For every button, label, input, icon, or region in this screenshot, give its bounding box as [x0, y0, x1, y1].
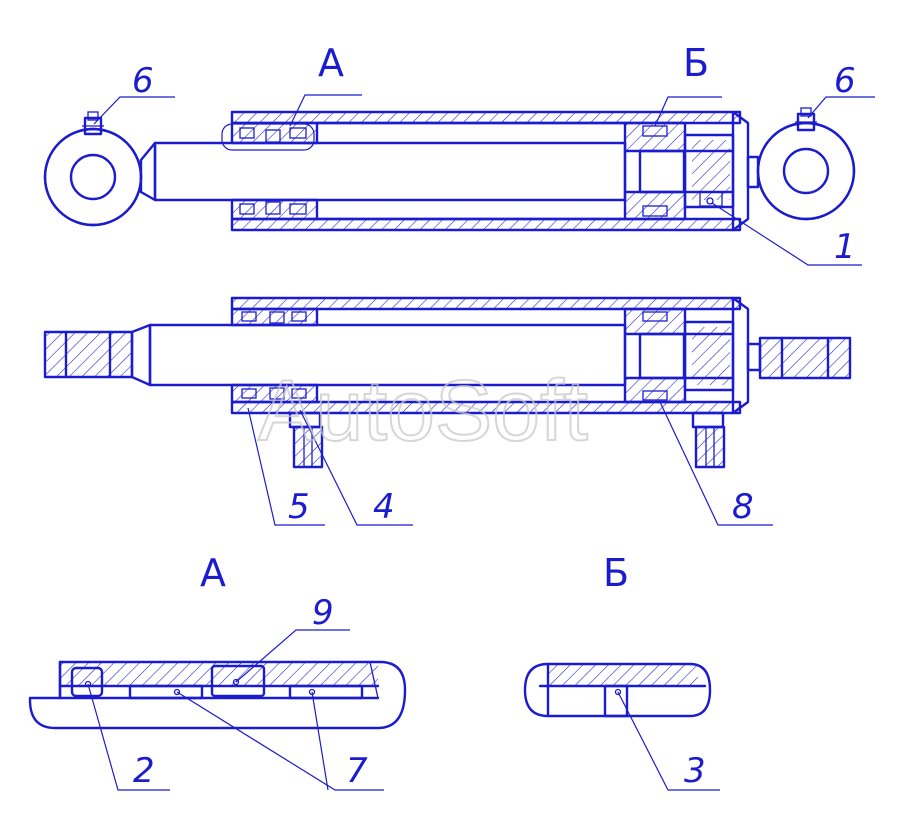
- callout-7: 7: [346, 751, 368, 791]
- callout-6-right: 6: [834, 61, 856, 101]
- callout-4: 4: [373, 487, 395, 527]
- piston-top: [623, 121, 735, 221]
- view-label-a-detail: А: [200, 551, 226, 595]
- view-label-a-top: А: [318, 41, 344, 85]
- detail-b-drawing: [523, 662, 712, 718]
- detail-a-drawing: [28, 660, 407, 730]
- callout-1: 1: [834, 227, 856, 267]
- callout-9: 9: [312, 593, 334, 633]
- callout-2: 2: [133, 751, 155, 791]
- right-eye-top: [756, 107, 856, 221]
- left-eye-top: [43, 111, 143, 227]
- callout-8: 8: [732, 487, 754, 527]
- callout-5: 5: [288, 487, 310, 527]
- cylinder-section-middle: [43, 296, 852, 469]
- view-label-b-detail: Б: [603, 551, 629, 595]
- leader-lines: [87, 94, 875, 791]
- gland-top: [221, 121, 319, 221]
- cylinder-section-top: [43, 107, 856, 232]
- watermark-text: AutoSoft: [258, 363, 588, 459]
- callout-3: 3: [684, 751, 706, 791]
- view-label-b-top: Б: [683, 41, 709, 85]
- port-right: [691, 411, 726, 469]
- callout-6-left: 6: [132, 61, 154, 101]
